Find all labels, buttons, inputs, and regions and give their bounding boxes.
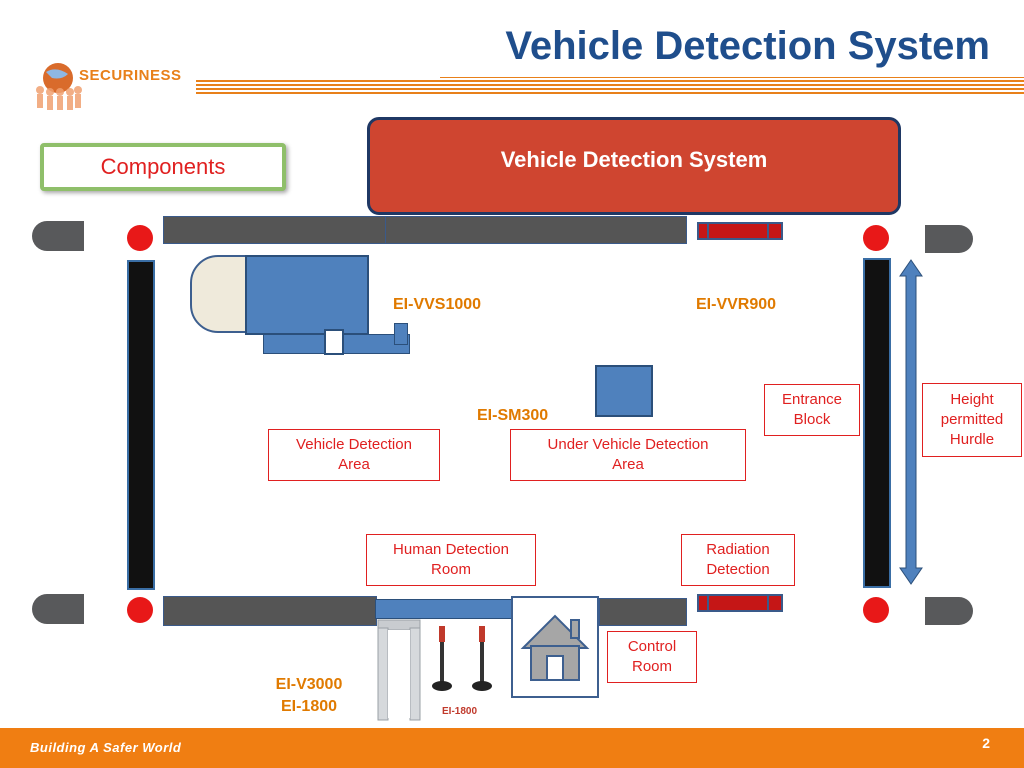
entrance-block-line-2: Block: [793, 411, 831, 428]
top-left-signal-light: [127, 225, 153, 251]
bottom-left-barrier-cap: [32, 594, 84, 624]
entrance-block-label: Entrance Block: [764, 384, 860, 436]
under-vehicle-model-label: EI-SM300: [477, 407, 549, 424]
bottom-blue-gate: [375, 599, 513, 619]
under-vehicle-area-label: Under Vehicle Detection Area: [510, 429, 746, 481]
scanner-body: [245, 255, 369, 335]
header-rules: [196, 80, 1024, 98]
radiation-detection-line-2: Detection: [706, 561, 770, 578]
human-detection-line-2: Room: [430, 561, 471, 578]
height-hurdle-label: Height permitted Hurdle: [922, 383, 1022, 457]
bottom-radiation-sensor: [697, 594, 783, 612]
right-barrier-post: [863, 258, 891, 588]
control-room-line-2: Room: [631, 658, 672, 675]
metal-detector-model-line-2: EI-1800: [280, 698, 338, 715]
scanner-joint: [324, 329, 344, 355]
page-number: 2: [982, 735, 990, 751]
system-title-box: Vehicle Detection System: [367, 117, 901, 215]
vehicle-detection-line-1: Vehicle Detection: [296, 436, 412, 453]
control-room-label: Control Room: [607, 631, 697, 683]
control-room-box: [511, 596, 599, 698]
height-hurdle-line-2: permitted: [940, 411, 1004, 428]
control-room-line-1: Control: [627, 638, 677, 655]
metal-detector-model-line-1: EI-V3000: [275, 676, 343, 693]
vehicle-detection-area-label: Vehicle Detection Area: [268, 429, 440, 481]
top-wall-segment-1: [163, 216, 387, 244]
handheld-poles-icon: [432, 626, 492, 691]
top-right-signal-light: [863, 225, 889, 251]
walkthrough-detector-icon: [374, 618, 424, 722]
height-hurdle-line-1: Height: [950, 391, 994, 408]
top-right-barrier-cap: [925, 225, 973, 253]
house-icon: [520, 614, 590, 681]
pole-model-label: EI-1800: [442, 706, 478, 717]
logo-text: SECURINESS: [79, 67, 182, 84]
recognizer-model-label: EI-VVR900: [696, 296, 777, 313]
page-title: Vehicle Detection System: [505, 24, 990, 68]
scanner-head: [190, 255, 250, 333]
scanner-model-label: EI-VVS1000: [393, 296, 482, 313]
entrance-block-line-1: Entrance: [781, 391, 843, 408]
scanner-leg: [394, 323, 408, 345]
under-vehicle-line-2: Area: [612, 456, 644, 473]
top-radiation-sensor: [697, 222, 783, 240]
height-hurdle-line-3: Hurdle: [949, 431, 995, 448]
footer-bar: [0, 728, 1024, 768]
bottom-right-barrier-cap: [925, 597, 973, 625]
under-vehicle-line-1: Under Vehicle Detection: [547, 436, 709, 453]
securiness-logo-icon: [28, 58, 88, 118]
bottom-wall-segment-1: [163, 596, 377, 626]
title-rule: [440, 77, 1024, 78]
bottom-right-signal-light: [863, 597, 889, 623]
footer-tagline: Building A Safer World: [30, 740, 182, 755]
radiation-detection-label: Radiation Detection: [681, 534, 795, 586]
bottom-left-signal-light: [127, 597, 153, 623]
under-vehicle-sensor: [595, 365, 653, 417]
bottom-wall-segment-2: [599, 598, 687, 626]
top-left-barrier-cap: [32, 221, 84, 251]
components-label: Components: [40, 143, 286, 191]
top-wall-segment-2: [385, 216, 687, 244]
human-detection-room-label: Human Detection Room: [366, 534, 536, 586]
radiation-detection-line-1: Radiation: [706, 541, 770, 558]
left-barrier-post: [127, 260, 155, 590]
human-detection-line-1: Human Detection: [393, 541, 509, 558]
height-arrow-icon: [899, 259, 923, 585]
vehicle-detection-line-2: Area: [338, 456, 370, 473]
metal-detector-model-label: EI-V3000 EI-1800: [266, 674, 352, 718]
